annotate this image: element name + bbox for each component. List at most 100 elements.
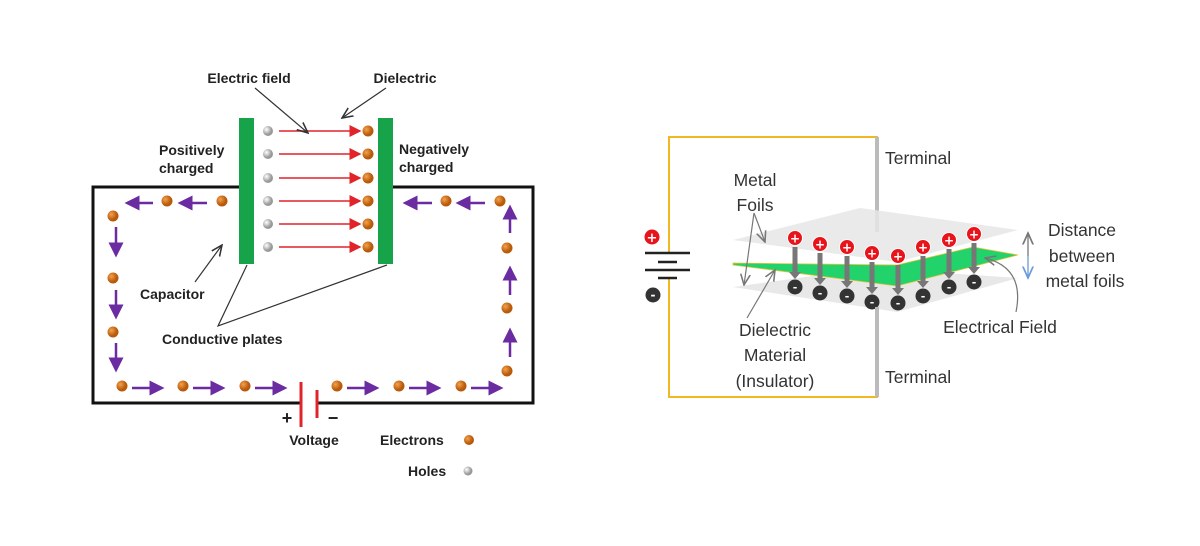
pointer-electrical-field xyxy=(985,258,1019,313)
hole xyxy=(263,196,273,206)
field-arrow-head xyxy=(814,278,826,285)
hole xyxy=(263,149,273,159)
label-voltage: Voltage xyxy=(289,432,339,448)
right-diagram: + - +-+-+-+-+-+-+-+- Terminal Terminal M… xyxy=(644,136,1125,398)
circuit-wire xyxy=(668,136,878,398)
hole xyxy=(263,219,273,229)
battery-positive-sign: + xyxy=(647,231,658,246)
pointer-metal-foils-2 xyxy=(744,212,755,285)
electron xyxy=(107,272,119,284)
electron xyxy=(455,380,467,392)
electron xyxy=(107,326,119,338)
field-arrow xyxy=(920,256,926,281)
electron xyxy=(362,148,374,160)
positive-sign: + xyxy=(969,228,979,242)
negative-plate xyxy=(378,118,393,264)
field-arrow-head xyxy=(917,281,929,288)
field-arrow xyxy=(844,256,850,281)
field-arrow xyxy=(895,265,901,288)
pointer-conductive-plates xyxy=(216,264,388,328)
negative-charge-icon xyxy=(787,279,803,295)
negative-sign: - xyxy=(870,296,875,309)
negative-sign: - xyxy=(947,281,952,294)
pointer-dielectric-material xyxy=(746,270,775,319)
electron xyxy=(362,195,374,207)
electron xyxy=(331,380,343,392)
electron xyxy=(216,195,228,207)
arrow-capacitor xyxy=(194,245,222,283)
positive-sign: + xyxy=(944,234,954,248)
battery-negative-sign: - xyxy=(651,288,656,302)
negative-sign: - xyxy=(896,297,901,310)
electron xyxy=(393,380,405,392)
positive-sign: + xyxy=(918,241,928,255)
legend-electrons: Electrons xyxy=(380,432,444,448)
positive-charge-icon xyxy=(915,239,931,255)
electron xyxy=(362,218,374,230)
field-arrow-head xyxy=(789,272,801,279)
label-terminal-bottom: Terminal xyxy=(885,367,951,387)
electron xyxy=(501,365,513,377)
battery-minus-sign: − xyxy=(328,408,339,428)
positive-charge-icon xyxy=(890,248,906,264)
electron xyxy=(107,210,119,222)
electron xyxy=(362,241,374,253)
negative-sign: - xyxy=(793,281,798,294)
legend-hole-dot xyxy=(463,466,473,476)
positive-plate xyxy=(239,118,254,264)
label-conductive-plates: Conductive plates xyxy=(162,331,283,347)
electron xyxy=(239,380,251,392)
field-arrow-head xyxy=(841,281,853,288)
positive-charge-icon xyxy=(812,236,828,252)
positive-sign: + xyxy=(842,241,852,255)
electron xyxy=(501,302,513,314)
label-electrical-field: Electrical Field xyxy=(943,317,1057,337)
electron xyxy=(494,195,506,207)
positive-sign: + xyxy=(815,238,825,252)
electron xyxy=(161,195,173,207)
field-arrow xyxy=(869,262,875,287)
positive-sign: + xyxy=(867,247,877,261)
battery-plus-sign: + xyxy=(282,408,293,428)
battery-positive-icon xyxy=(644,229,660,245)
negative-sign: - xyxy=(972,276,977,289)
positive-charge-icon xyxy=(839,239,855,255)
electron xyxy=(362,172,374,184)
field-group xyxy=(263,125,374,253)
charges-group: +-+-+-+-+-+-+-+- xyxy=(787,226,982,311)
field-arrow-head xyxy=(943,272,955,279)
electron xyxy=(116,380,128,392)
label-capacitor: Capacitor xyxy=(140,286,205,302)
metal-foil-top xyxy=(733,208,1018,262)
negative-sign: - xyxy=(818,287,823,300)
positive-charge-icon xyxy=(941,232,957,248)
negative-sign: - xyxy=(921,290,926,303)
field-arrow-head xyxy=(866,287,878,294)
positive-charge-icon xyxy=(787,230,803,246)
negative-charge-icon xyxy=(864,294,880,310)
negative-charge-icon xyxy=(890,295,906,311)
metal-foil-bottom xyxy=(733,268,1018,312)
electron xyxy=(177,380,189,392)
arrow-dielectric xyxy=(342,87,387,118)
field-arrow xyxy=(817,253,823,278)
positive-sign: + xyxy=(790,232,800,246)
label-dielectric: Dielectric xyxy=(373,70,436,86)
electron xyxy=(501,242,513,254)
flow-group xyxy=(107,195,518,396)
negative-charge-icon xyxy=(915,288,931,304)
arrow-electric-field xyxy=(254,87,308,133)
label-electric-field: Electric field xyxy=(207,70,290,86)
hole xyxy=(263,126,273,136)
hole xyxy=(263,173,273,183)
label-terminal-top: Terminal xyxy=(885,148,951,168)
negative-charge-icon xyxy=(941,279,957,295)
positive-charge-icon xyxy=(966,226,982,242)
negative-charge-icon xyxy=(839,288,855,304)
field-arrow xyxy=(971,243,977,267)
field-arrow-head xyxy=(892,288,904,295)
